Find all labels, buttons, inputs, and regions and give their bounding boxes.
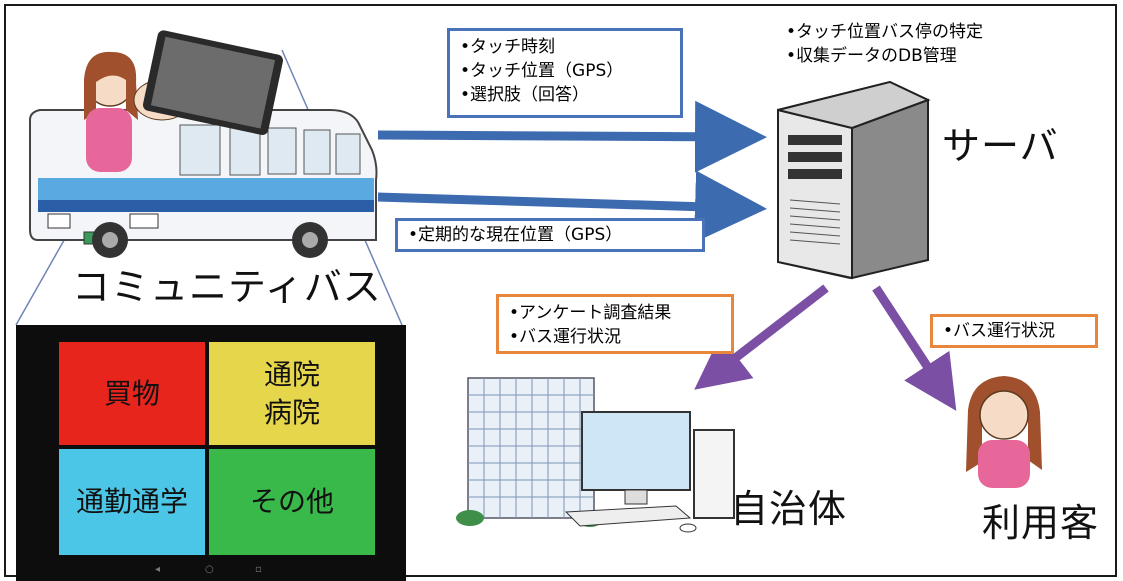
periodic-gps-box: •定期的な現在位置（GPS） xyxy=(395,218,705,252)
tablet-tile-commute[interactable]: 通勤通学 xyxy=(59,449,205,555)
server-info-item: •タッチ位置バス停の特定 xyxy=(786,22,984,42)
tablet-tile-hospital[interactable]: 通院 病院 xyxy=(209,342,375,445)
server-illustration xyxy=(777,80,931,280)
touch-info-item: •タッチ時刻 xyxy=(460,37,556,57)
server-info-item: •収集データのDB管理 xyxy=(786,46,957,66)
user-illustration xyxy=(966,376,1042,488)
server-info: •タッチ位置バス停の特定 •収集データのDB管理 xyxy=(786,20,983,68)
arrow-to-user xyxy=(872,285,957,411)
server-label: サーバ xyxy=(942,124,1059,168)
arrow-gps-data xyxy=(377,170,767,243)
arrow-touch-data xyxy=(377,100,767,173)
diagram-frame xyxy=(4,4,1117,577)
tablet-tile-shopping[interactable]: 買物 xyxy=(59,342,205,445)
user-info-text: •バス運行状況 xyxy=(943,321,1056,341)
government-info-item: •アンケート調査結果 xyxy=(509,303,672,323)
svg-text:◂: ◂ xyxy=(155,564,160,575)
user-label: 利用客 xyxy=(982,501,1100,545)
government-label: 自治体 xyxy=(730,487,848,531)
touch-info-box: •タッチ時刻 •タッチ位置（GPS） •選択肢（回答） xyxy=(447,28,683,118)
touch-info-item: •タッチ位置（GPS） xyxy=(460,61,624,81)
government-building-illustration xyxy=(456,377,602,527)
bus-label: コミュニティバス xyxy=(72,265,382,309)
government-info-item: •バス運行状況 xyxy=(509,327,622,347)
computer-illustration xyxy=(564,411,735,533)
svg-text:○: ○ xyxy=(205,564,214,575)
tablet-tile-other[interactable]: その他 xyxy=(209,449,375,555)
user-info-box: •バス運行状況 xyxy=(930,314,1098,348)
periodic-gps-text: •定期的な現在位置（GPS） xyxy=(408,225,623,245)
touch-info-item: •選択肢（回答） xyxy=(460,85,590,105)
arrow-to-government xyxy=(694,284,829,390)
government-info-box: •アンケート調査結果 •バス運行状況 xyxy=(496,294,734,354)
bus-illustration xyxy=(29,30,378,258)
svg-text:▫: ▫ xyxy=(255,564,262,575)
